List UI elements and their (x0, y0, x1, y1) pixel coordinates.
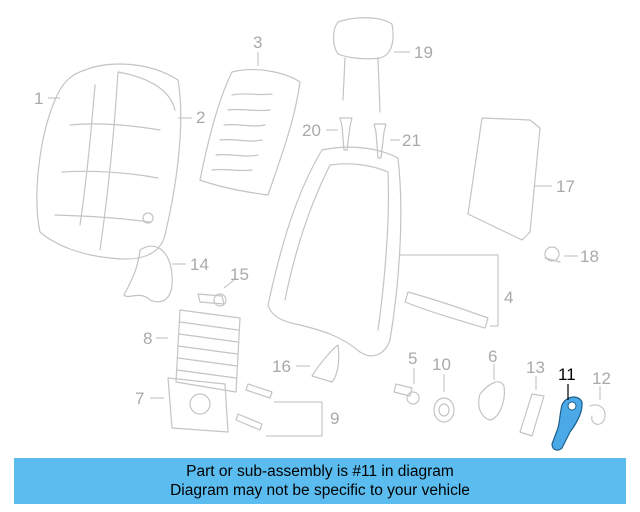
banner-line-1: Part or sub-assembly is #11 in diagram (186, 463, 454, 480)
part-11-lever[interactable] (551, 396, 583, 451)
part-1-seat-back-cover[interactable] (36, 63, 182, 260)
callout-7: 7 (135, 389, 144, 408)
callout-1: 1 (34, 89, 43, 108)
callout-2: 2 (196, 108, 205, 127)
parts-diagram: 1 2 3 19 20 21 4 17 18 (34, 17, 611, 451)
part-9-pins[interactable] (235, 383, 273, 431)
callout-18: 18 (580, 247, 599, 266)
callout-5: 5 (408, 349, 417, 368)
callout-14: 14 (190, 255, 209, 274)
part-13-cover[interactable] (519, 393, 545, 437)
part-12-clip[interactable] (589, 404, 606, 425)
callout-11: 11 (558, 365, 576, 384)
part-18-clip[interactable] (544, 246, 561, 263)
callout-8: 8 (143, 329, 152, 348)
callout-19: 19 (414, 43, 433, 62)
banner-line-2: Diagram may not be specific to your vehi… (170, 482, 470, 499)
callout-3: 3 (253, 33, 262, 52)
part-17-panel[interactable] (467, 117, 541, 241)
part-6-bracket[interactable] (478, 381, 505, 421)
callout-20: 20 (302, 121, 321, 140)
callout-4: 4 (504, 288, 513, 307)
part-19-headrest[interactable] (332, 17, 394, 113)
callout-15: 15 (230, 265, 249, 284)
part-20-guide[interactable] (339, 117, 353, 151)
part-3-seat-pad[interactable] (199, 69, 301, 196)
part-7-recliner[interactable] (167, 377, 229, 433)
part-10-bushing[interactable] (433, 397, 455, 423)
part-16-bracket[interactable] (311, 344, 340, 383)
part-5-bolt[interactable] (393, 383, 420, 405)
callout-17: 17 (556, 177, 575, 196)
callout-21: 21 (402, 131, 421, 150)
callout-12: 12 (592, 369, 611, 388)
part-8-spring-mat[interactable] (175, 309, 241, 393)
callout-13: 13 (526, 358, 545, 377)
part-15-bolt[interactable] (197, 293, 227, 307)
callout-9: 9 (330, 409, 339, 428)
part-4-seat-frame[interactable] (267, 146, 489, 357)
part-21-guide[interactable] (373, 123, 387, 159)
callout-10: 10 (432, 355, 451, 374)
info-banner: Part or sub-assembly is #11 in diagram D… (14, 458, 626, 504)
callout-16: 16 (272, 357, 291, 376)
part-14-bracket[interactable] (123, 245, 173, 303)
callout-6: 6 (488, 347, 497, 366)
